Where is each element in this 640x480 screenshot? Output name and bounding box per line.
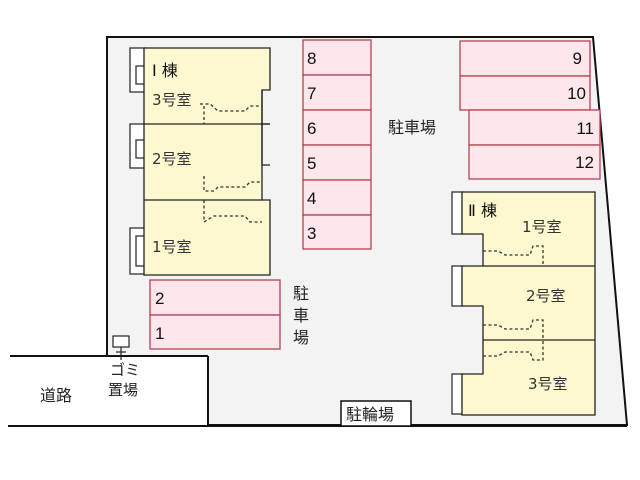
parking-label-vertical-2: 車 — [293, 306, 309, 325]
road-area — [0, 356, 208, 428]
building-1: Ⅰ 棟 3号室 2号室 1号室 — [129, 47, 271, 276]
bicycle-parking: 駐輪場 — [340, 400, 412, 427]
parking-space-number: 4 — [307, 189, 316, 208]
parking-space-number: 9 — [573, 49, 582, 68]
parking-label-center: 駐車場 — [388, 118, 436, 137]
parking-label-vertical-1: 駐 — [293, 284, 309, 303]
parking-space-number: 8 — [307, 49, 316, 68]
room-label: 3号室 — [528, 375, 568, 393]
parking-space-number: 2 — [155, 289, 164, 308]
parking-space-number: 7 — [307, 84, 316, 103]
parking-space-number: 3 — [307, 224, 316, 243]
parking-space-number: 10 — [567, 84, 586, 103]
room-label: 2号室 — [526, 287, 566, 305]
room-label: 2号室 — [152, 150, 192, 168]
garbage-label-1: ゴミ — [110, 361, 140, 379]
building-2: Ⅱ 棟 1号室 2号室 3号室 — [451, 191, 596, 416]
garbage-label-2: 置場 — [108, 381, 138, 399]
building-1-label: Ⅰ 棟 — [152, 61, 178, 80]
room-label: 1号室 — [152, 238, 192, 256]
parking-column-center: 8 7 6 5 4 3 — [302, 39, 372, 250]
parking-space-number: 6 — [307, 119, 316, 138]
parking-space-number: 12 — [575, 153, 594, 172]
bicycle-parking-label: 駐輪場 — [346, 405, 394, 424]
building-2-label: Ⅱ 棟 — [468, 201, 497, 220]
parking-right: 9 10 11 12 — [459, 40, 601, 180]
room-label: 3号室 — [152, 91, 192, 109]
room-label: 1号室 — [522, 218, 562, 236]
garbage-station: ゴミ 置場 — [108, 335, 140, 399]
parking-space-number: 1 — [155, 324, 164, 343]
parking-label-vertical-3: 場 — [293, 328, 309, 347]
parking-space-number: 5 — [307, 154, 316, 173]
parking-left-bottom: 2 1 — [149, 279, 281, 350]
road-label: 道路 — [40, 386, 72, 405]
parking-space-number: 11 — [576, 119, 594, 138]
